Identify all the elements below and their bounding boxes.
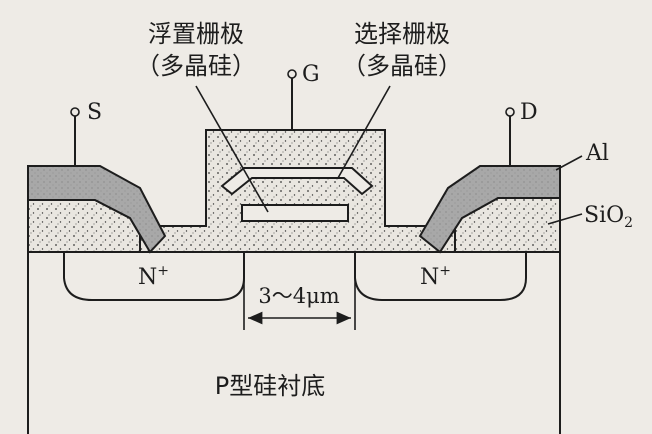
select-gate-leader bbox=[337, 85, 391, 179]
gate-terminal-label: G bbox=[302, 62, 320, 87]
aluminum-contact-right bbox=[418, 165, 561, 254]
select-gate-label: 选择栅极 bbox=[354, 20, 450, 48]
sio2-leader bbox=[547, 213, 583, 225]
source-terminal bbox=[70, 107, 80, 166]
substrate-label: P型硅衬底 bbox=[215, 372, 325, 400]
floating-gate-label: 浮置栅极 bbox=[148, 20, 244, 48]
aluminum-label: Al bbox=[585, 141, 609, 166]
gate-terminal bbox=[287, 69, 297, 130]
n-plus-region-left bbox=[63, 252, 245, 301]
floating-gate bbox=[241, 204, 349, 222]
drain-terminal-label: D bbox=[520, 100, 538, 125]
source-terminal-label: S bbox=[87, 100, 102, 125]
oxide-label: SiO2 bbox=[584, 203, 633, 231]
aluminum-contact-left bbox=[27, 165, 167, 254]
n-plus-label-right: N+ bbox=[420, 263, 451, 290]
floating-gate-leader bbox=[195, 85, 269, 213]
select-gate bbox=[220, 167, 374, 196]
oxide-label-subscript: 2 bbox=[624, 215, 633, 231]
n-plus-region-right bbox=[354, 252, 527, 301]
drain-terminal bbox=[505, 107, 515, 166]
floating-gate-material-label: （多晶硅） bbox=[136, 52, 256, 80]
n-plus-label-left: N+ bbox=[138, 263, 169, 290]
channel-dimension bbox=[243, 252, 356, 330]
oxide-label-main: SiO bbox=[584, 203, 624, 228]
al-leader bbox=[555, 155, 583, 171]
gate-oxide bbox=[139, 129, 456, 253]
channel-length-label: 3～4μm bbox=[258, 284, 339, 308]
select-gate-material-label: （多晶硅） bbox=[342, 52, 462, 80]
